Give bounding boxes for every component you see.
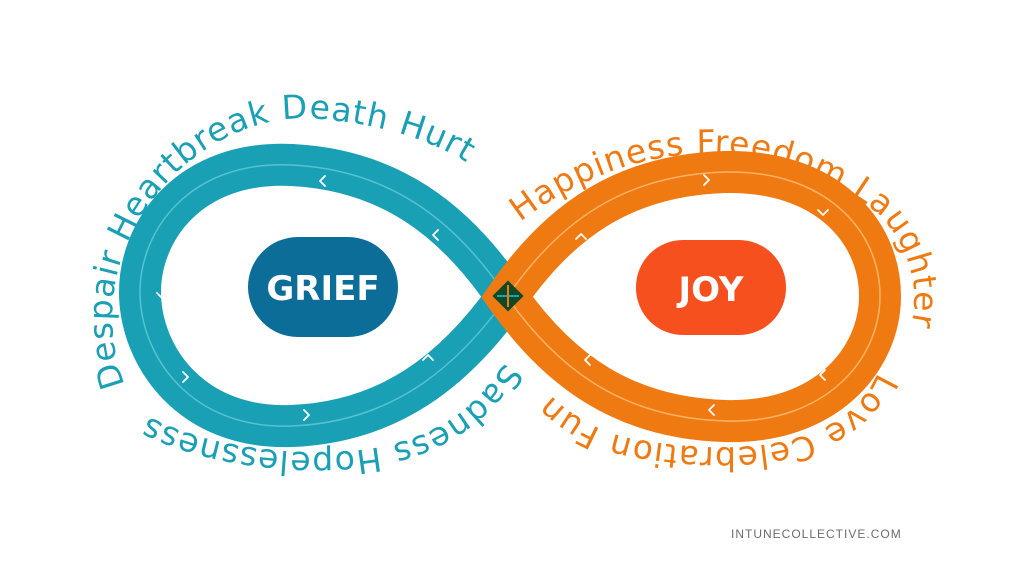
grief-pill: GRIEF xyxy=(248,237,398,337)
chevron-right-icon xyxy=(182,371,189,383)
chevron-left-icon xyxy=(319,175,326,187)
joy-loop xyxy=(481,150,902,443)
chevron-right-icon xyxy=(303,409,310,421)
center-crossing-mark xyxy=(492,280,524,312)
chevron-left-icon xyxy=(584,354,591,366)
chevron-right-icon xyxy=(703,174,710,186)
chevron-left-icon xyxy=(205,204,212,216)
joy-pill-shape xyxy=(636,240,786,335)
chevron-left-icon xyxy=(708,404,715,416)
chevron-down-icon xyxy=(845,292,857,299)
chevron-down-icon xyxy=(817,209,829,216)
chevron-down-icon xyxy=(156,292,168,299)
joy-pill: JOY xyxy=(636,240,786,335)
chevron-left-icon xyxy=(432,229,439,241)
joy-loop-lane xyxy=(506,171,881,422)
joy-label: JOY xyxy=(677,270,744,310)
grief-label: GRIEF xyxy=(266,269,379,309)
grief-loop xyxy=(118,143,533,448)
joy-direction-arrows xyxy=(575,174,857,416)
chevron-up-icon xyxy=(575,233,587,240)
chevron-left-icon xyxy=(819,369,826,381)
grief-direction-arrows xyxy=(156,175,439,421)
grief-loop-lane xyxy=(139,164,508,427)
chevron-up-icon xyxy=(422,354,434,361)
grief-pill-shape xyxy=(248,237,398,337)
site-credit: INTUNECOLLECTIVE.COM xyxy=(731,527,902,541)
